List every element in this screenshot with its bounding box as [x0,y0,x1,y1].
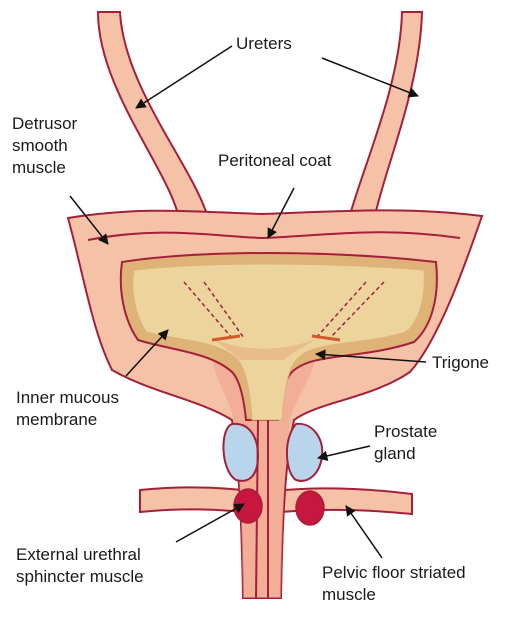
external-sphincter-left [233,488,263,524]
right-ureter-shape [346,11,424,224]
ureter-orifice-right [311,334,341,342]
arrow-pelvic-floor [345,505,383,559]
bladder-lumen [132,263,425,421]
label-detrusor-line2: smooth [12,136,68,155]
peritoneal-coat-line [87,231,461,241]
label-inner-mucous-line2: membrane [16,410,98,429]
arrow-prostate [316,445,371,461]
arrow-trigone [314,349,427,363]
label-ureters: Ureters [236,34,292,53]
arrow-external-sphincter [175,503,245,543]
arrow-inner-mucous [125,329,169,377]
prostate-left-lobe [222,422,260,482]
label-pelvic-floor: Pelvic floor striated muscle [322,562,466,606]
external-sphincter-right [295,490,325,526]
label-inner-mucous-line1: Inner mucous [16,388,119,407]
label-detrusor: Detrusor smooth muscle [12,113,77,179]
label-external-sphincter-line2: sphincter muscle [16,567,144,586]
bladder-neck-muscle [210,350,318,598]
label-prostate-line1: Prostate [374,422,438,441]
label-external-sphincter: External urethral sphincter muscle [16,544,144,588]
trigone-right-edge-2 [329,281,385,339]
arrow-detrusor [69,195,109,245]
left-ureter-shape [96,11,210,224]
trigone-right-edge [315,281,367,339]
trigone-shape [212,338,318,360]
label-pelvic-floor-line2: muscle [322,585,376,604]
label-peritoneal-coat: Peritoneal coat [218,151,332,170]
label-trigone: Trigone [432,353,490,372]
label-detrusor-line1: Detrusor [12,114,78,133]
arrow-peritoneal [267,187,295,239]
arrow-ureters-right [321,57,419,98]
label-inner-mucous: Inner mucous membrane [16,387,119,431]
prostate-right-lobe [285,422,324,482]
label-external-sphincter-line1: External urethral [16,545,141,564]
label-prostate-line2: gland [374,444,416,463]
trigone-left-edge [183,281,233,339]
ureter-orifice-left [211,334,241,342]
label-detrusor-line3: muscle [12,158,66,177]
arrow-ureters-left [135,45,233,109]
label-prostate: Prostate gland [374,421,437,465]
trigone-left-edge-2 [203,281,245,339]
label-pelvic-floor-line1: Pelvic floor striated [322,563,466,582]
